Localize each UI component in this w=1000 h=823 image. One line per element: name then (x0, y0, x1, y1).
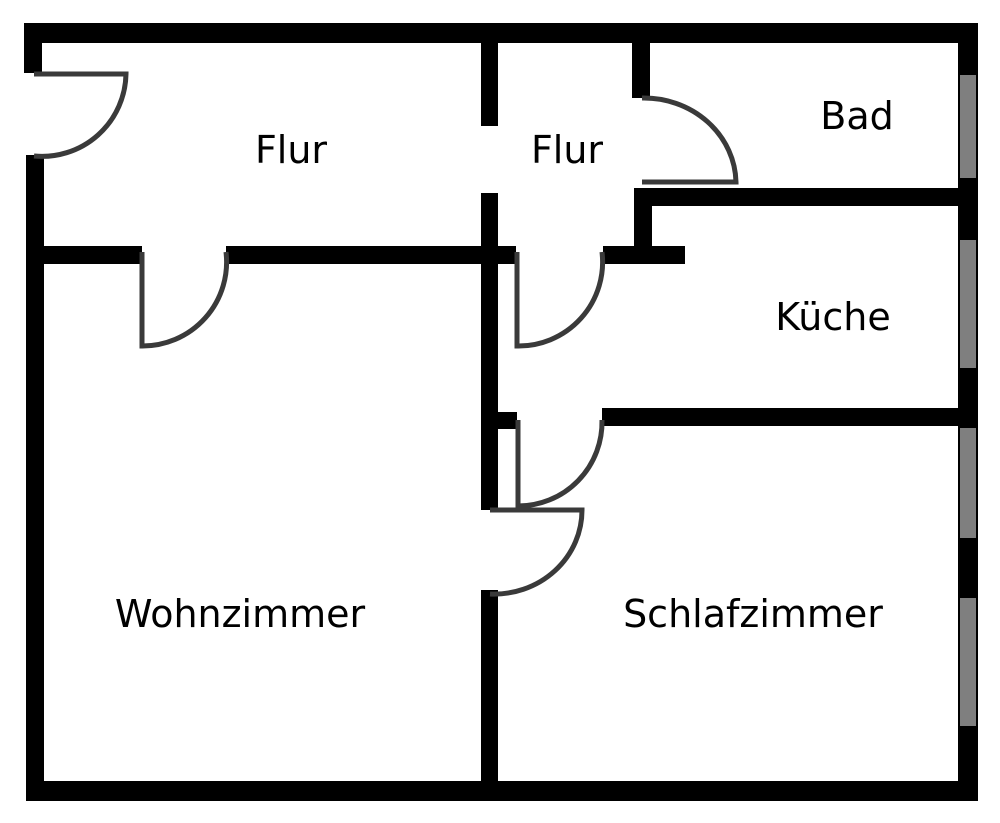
door-center-wohnzimmer (489, 507, 585, 597)
room-labels: Flur Flur Bad Küche Wohnzimmer Schlafzim… (115, 94, 894, 636)
wall-center-upper (481, 246, 498, 510)
label-bad: Bad (820, 94, 893, 138)
wall-center-lower (481, 590, 498, 801)
label-schlafzimmer: Schlafzimmer (623, 592, 883, 636)
interior-walls (42, 40, 960, 801)
window-bad (960, 75, 976, 178)
label-wohnzimmer: Wohnzimmer (115, 592, 366, 636)
windows (960, 75, 976, 726)
wall-bad-left (632, 40, 650, 98)
window-schlafzimmer-upper (960, 428, 976, 538)
doors (33, 71, 739, 597)
label-flur-left: Flur (255, 128, 327, 172)
wall-kueche-door (603, 246, 685, 264)
outer-walls (24, 23, 978, 801)
wall-flur-wohnzimmer-left (42, 246, 142, 264)
wall-flur-divider-upper (481, 40, 498, 126)
wall-flur-wohnzimmer-right (226, 246, 516, 264)
window-schlafzimmer-lower (960, 598, 976, 726)
outer-wall-top (24, 23, 978, 43)
door-wohnzimmer (139, 251, 230, 349)
wall-kueche-schlafzimmer (602, 408, 960, 426)
label-kueche: Küche (775, 295, 890, 339)
wall-kueche-left (634, 188, 652, 264)
door-flur-right (514, 251, 606, 349)
wall-stub-schlafzimmer (481, 412, 517, 429)
wall-bad-kueche (634, 188, 960, 206)
outer-wall-left-lower (26, 155, 44, 801)
door-bad (641, 95, 739, 185)
door-schlafzimmer (515, 419, 605, 509)
window-kueche (960, 240, 976, 368)
outer-wall-bottom (26, 781, 978, 801)
door-entrance (33, 71, 129, 159)
label-flur-right: Flur (531, 128, 603, 172)
outer-wall-left-upper (24, 23, 42, 73)
